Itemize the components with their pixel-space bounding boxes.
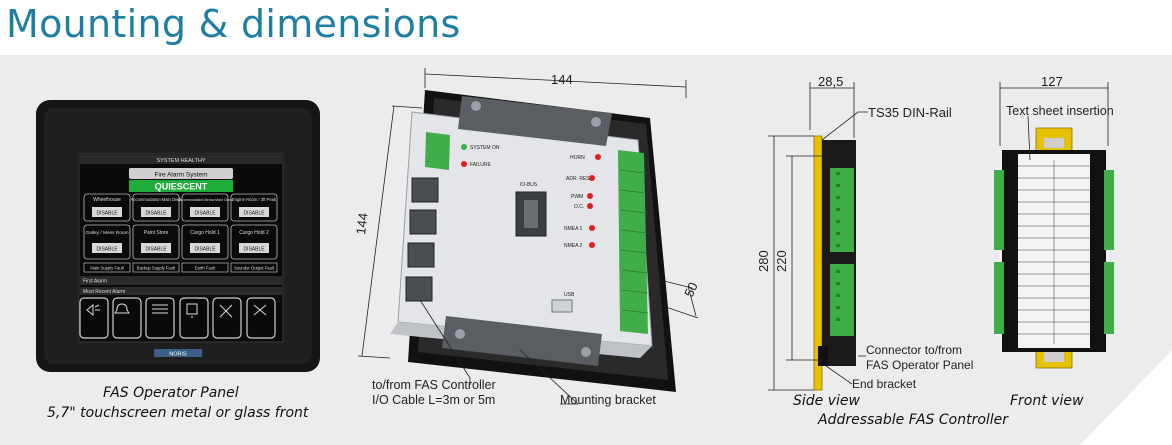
fault-indicator: Main Supply Fault — [83, 262, 131, 273]
disable-button: DISABLE — [145, 247, 167, 253]
screen-status-badge — [129, 180, 233, 192]
screen-header: SYSTEM HEALTHY — [156, 158, 205, 164]
end-bracket-label: End bracket — [852, 377, 917, 391]
svg-text:Wheelhouse: Wheelhouse — [93, 197, 121, 203]
svg-text:Main Supply Fault: Main Supply Fault — [90, 266, 124, 271]
horn-label: HORN — [570, 155, 585, 161]
product-figure: SYSTEM HEALTHY Fire Alarm System QUIESCE… — [0, 55, 1172, 445]
fault-indicator: Earth Fault — [181, 262, 229, 273]
controller-frontview-illustration: 127 Text sheet insertion — [994, 74, 1114, 369]
usb-label: USB — [564, 292, 575, 298]
text-sheet-label: Text sheet insertion — [1006, 104, 1114, 118]
disable-button: DISABLE — [96, 211, 118, 217]
screen-system-label: Fire Alarm System — [154, 172, 207, 179]
dim-side-280: 280 — [756, 250, 771, 272]
io-bus-label: IO-BUS — [520, 182, 538, 188]
fault-indicator: Sounder Output Fault — [230, 262, 278, 273]
cable-callout-line1: to/from FAS Controller — [372, 378, 496, 392]
pwm-label: PWM — [571, 194, 583, 200]
din-rail-label: TS35 DIN-Rail — [868, 105, 952, 120]
brand-logo — [154, 349, 202, 357]
page-title: Mounting & dimensions — [6, 2, 461, 46]
disable-button: DISABLE — [194, 247, 216, 253]
recent-alarm-label: Most Recent Alarm — [83, 289, 125, 295]
fault-indicator: Backup Supply Fault — [132, 262, 180, 273]
test-icon — [253, 304, 267, 316]
dim-side-220: 220 — [774, 250, 789, 272]
disable-button: DISABLE — [145, 211, 167, 217]
disable-button: DISABLE — [243, 211, 265, 217]
controller-front-illustration: SYSTEM ON FAILURE IO-BUS HORN ADR. RES. … — [353, 68, 701, 407]
svg-text:Backup Supply Fault: Backup Supply Fault — [137, 266, 176, 271]
zone-tile[interactable]: Cargo Hold 1 DISABLE — [181, 224, 229, 260]
connector-label-line1: Connector to/from — [866, 343, 962, 357]
front-view-caption: Front view — [1010, 393, 1084, 409]
adr-res-label: ADR. RES. — [566, 176, 591, 182]
reset-icon — [219, 304, 233, 318]
menu-icon — [152, 304, 168, 314]
svg-text:Earth Fault: Earth Fault — [195, 266, 216, 271]
svg-text:Engine Room / 3ft Peak: Engine Room / 3ft Peak — [232, 197, 277, 202]
nmea1-label: NMEA 1 — [564, 226, 583, 232]
cable-callout-line2: I/O Cable L=3m or 5m — [372, 393, 495, 407]
disable-button: DISABLE — [194, 211, 216, 217]
mounting-bracket-callout: Mounting bracket — [560, 393, 656, 407]
dim-depth-50: 50 — [681, 280, 701, 299]
operator-panel-caption-1: FAS Operator Panel — [103, 385, 239, 401]
horn-icon — [86, 303, 100, 317]
disable-button: DISABLE — [243, 247, 265, 253]
first-alarm-label: First Alarm — [83, 279, 107, 285]
operator-panel-illustration: SYSTEM HEALTHY Fire Alarm System QUIESCE… — [36, 100, 320, 372]
svg-text:NORIS: NORIS — [169, 352, 187, 358]
controller-group-caption: Addressable FAS Controller — [818, 412, 1009, 428]
controller-side-illustration: 28,5 280 220 TS35 DIN-Rail Connector to/… — [756, 74, 973, 391]
svg-text:Galley / Mess Room: Galley / Mess Room — [85, 230, 128, 236]
dim-width-144: 144 — [551, 72, 573, 87]
operator-panel-caption-2: 5,7" touchscreen metal or glass front — [47, 405, 309, 421]
screen-status: QUIESCENT — [155, 182, 208, 192]
svg-text:Accommodation Below Main Deck: Accommodation Below Main Deck — [178, 198, 233, 202]
svg-text:Cargo Hold 2: Cargo Hold 2 — [239, 230, 269, 236]
dim-height-144: 144 — [353, 212, 371, 235]
failure-label: FAILURE — [470, 162, 492, 168]
nmea2-label: NMEA 2 — [564, 243, 583, 249]
system-on-label: SYSTEM ON — [470, 145, 500, 151]
side-view-caption: Side view — [793, 393, 860, 409]
dim-side-depth: 28,5 — [818, 74, 843, 89]
bell-icon — [114, 303, 130, 314]
svg-text:Paint Store: Paint Store — [144, 230, 169, 236]
svg-text:Cargo Hold 1: Cargo Hold 1 — [190, 230, 220, 236]
oc-label: O.C. — [574, 204, 584, 210]
svg-text:Sounder Output Fault: Sounder Output Fault — [234, 266, 275, 271]
zone-tile[interactable]: Cargo Hold 2 DISABLE — [230, 224, 278, 260]
silence-icon — [186, 303, 198, 318]
dim-front-127: 127 — [1041, 74, 1063, 89]
disable-button: DISABLE — [96, 247, 118, 253]
connector-label-line2: FAS Operator Panel — [866, 358, 973, 372]
svg-text:Accommodation Main Deck: Accommodation Main Deck — [131, 197, 183, 202]
